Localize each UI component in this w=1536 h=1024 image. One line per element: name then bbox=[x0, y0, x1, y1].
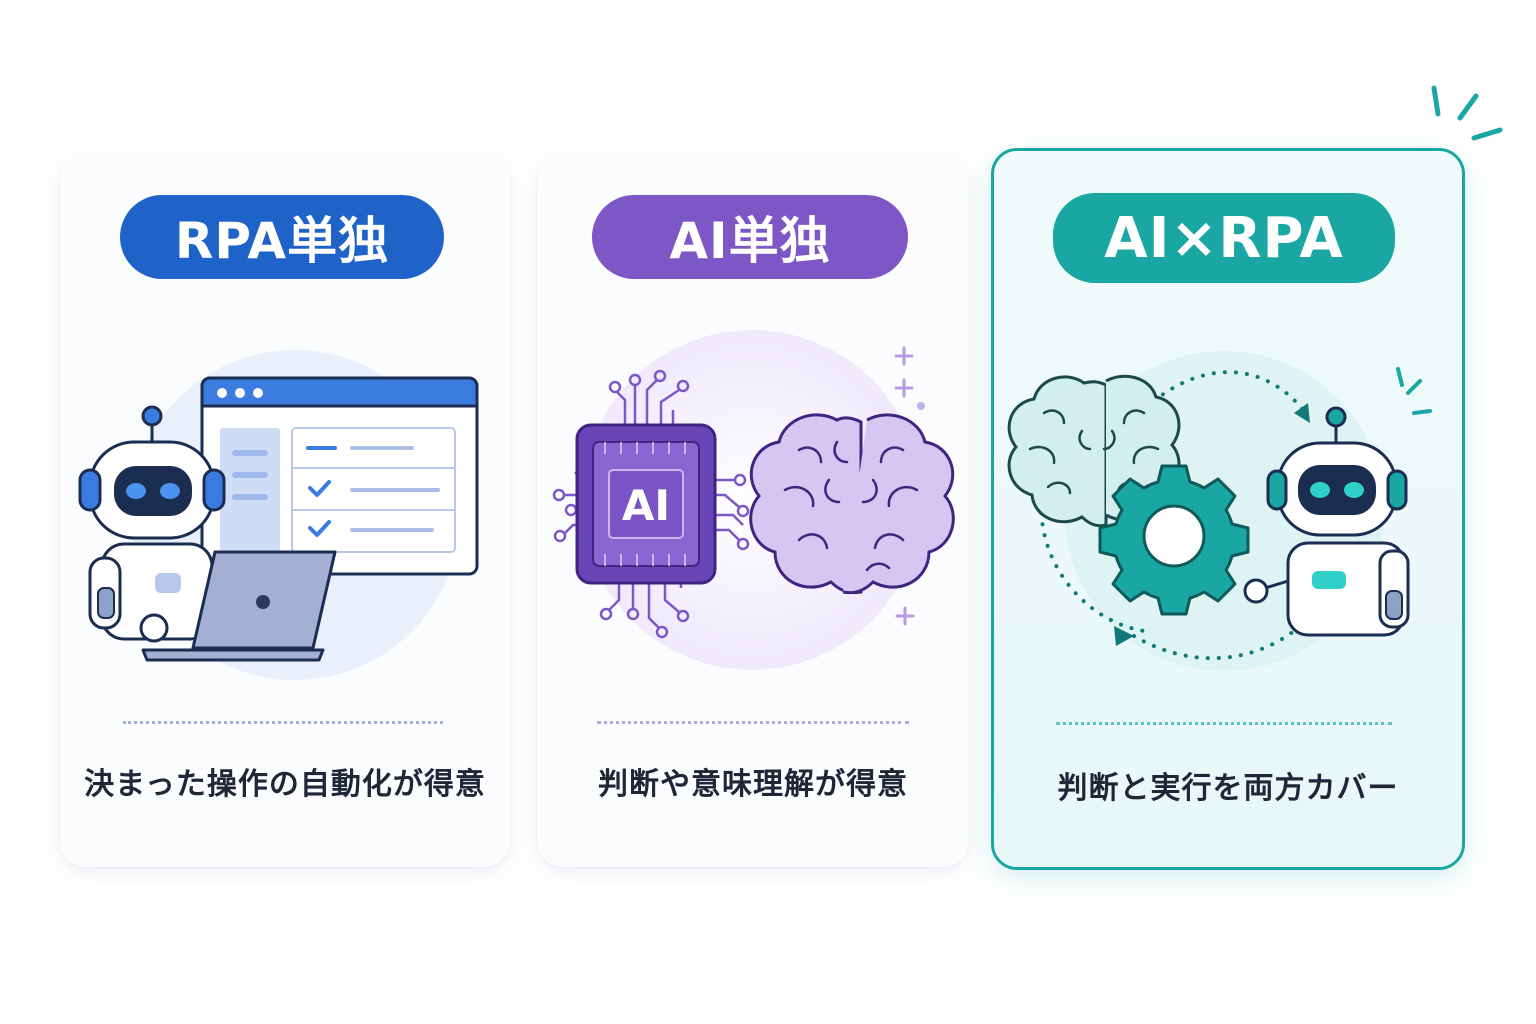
robot-icon bbox=[78, 405, 226, 643]
ai-chip-label: AI bbox=[622, 481, 670, 530]
arrow-head-icon bbox=[1294, 403, 1310, 423]
rpa-illustration bbox=[78, 350, 479, 680]
gear-icon bbox=[1098, 464, 1250, 616]
card-title-badge: RPA単独 bbox=[120, 195, 444, 279]
laptop-icon bbox=[141, 550, 337, 662]
ai-rpa-illustration bbox=[1007, 351, 1432, 671]
ai-chip-icon: AI bbox=[575, 423, 717, 585]
card-title-badge: AI単独 bbox=[592, 195, 908, 279]
sparkle-plus-icon bbox=[894, 346, 914, 398]
dotted-divider bbox=[1056, 722, 1392, 725]
ai-illustration: AI bbox=[552, 330, 955, 670]
card-caption: 決まった操作の自動化が得意 bbox=[84, 767, 486, 802]
card-rpa-only: RPA単独 bbox=[60, 155, 510, 867]
checklist-icon bbox=[308, 480, 440, 537]
dotted-divider bbox=[123, 721, 443, 724]
sparkle-icon bbox=[1431, 85, 1503, 141]
card-caption: 判断や意味理解が得意 bbox=[598, 767, 908, 802]
card-caption: 判断と実行を両方カバー bbox=[1057, 771, 1399, 806]
dotted-divider bbox=[597, 721, 909, 724]
card-ai-only: AI単独 bbox=[537, 155, 969, 867]
robot-icon bbox=[1243, 406, 1410, 637]
sparkle-icon bbox=[1396, 367, 1432, 415]
browser-window-icon bbox=[200, 376, 479, 576]
arrow-head-icon bbox=[1114, 626, 1134, 646]
card-title-badge: AI×RPA bbox=[1053, 193, 1395, 283]
sparkle-plus-icon bbox=[895, 606, 915, 626]
cycle-arrows-icon bbox=[1039, 370, 1306, 661]
brain-icon bbox=[749, 413, 955, 595]
card-ai-rpa: AI×RPA bbox=[991, 148, 1465, 870]
